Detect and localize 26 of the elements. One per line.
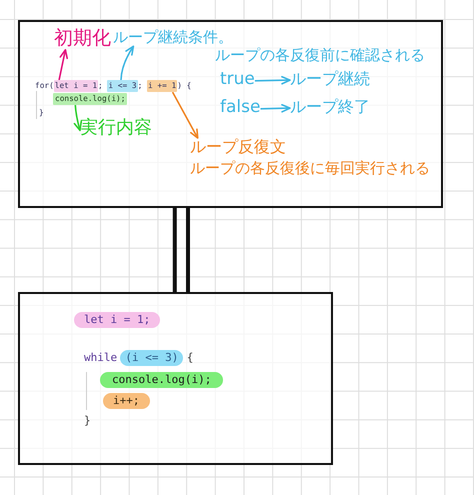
arrow	[74, 105, 82, 132]
arrow	[254, 76, 291, 85]
annotation-text: 実行内容	[80, 118, 152, 139]
highlighted-code: (i <= 3)	[120, 350, 184, 366]
framed-panel	[18, 292, 333, 465]
annotation-text: ループ継続	[290, 70, 370, 88]
arrow	[172, 92, 198, 139]
annotation-text: ループの各反復後に毎回実行される	[190, 160, 430, 178]
code-text: {	[186, 350, 194, 366]
highlighted-code: let i = 1;	[74, 312, 160, 328]
annotation-text: ループの各反復前に確認される	[215, 47, 425, 64]
annotation-text: true	[220, 70, 255, 90]
annotation-text: false	[220, 98, 260, 118]
arrow	[260, 104, 291, 113]
code-text: while	[84, 350, 118, 366]
code-text: }	[84, 413, 91, 429]
annotation-text: ループ終了	[290, 98, 370, 116]
connector-line	[186, 208, 190, 292]
connector-line	[172, 208, 177, 292]
highlighted-code: console.log(i);	[100, 372, 224, 388]
annotation-text: ループ継続条件。	[113, 29, 233, 46]
annotation-text: ループ反復文	[190, 138, 286, 156]
highlighted-code: i++;	[103, 393, 150, 410]
framed-panel	[18, 20, 443, 208]
arrow	[120, 46, 134, 80]
annotation-text: 初期化	[54, 28, 111, 50]
